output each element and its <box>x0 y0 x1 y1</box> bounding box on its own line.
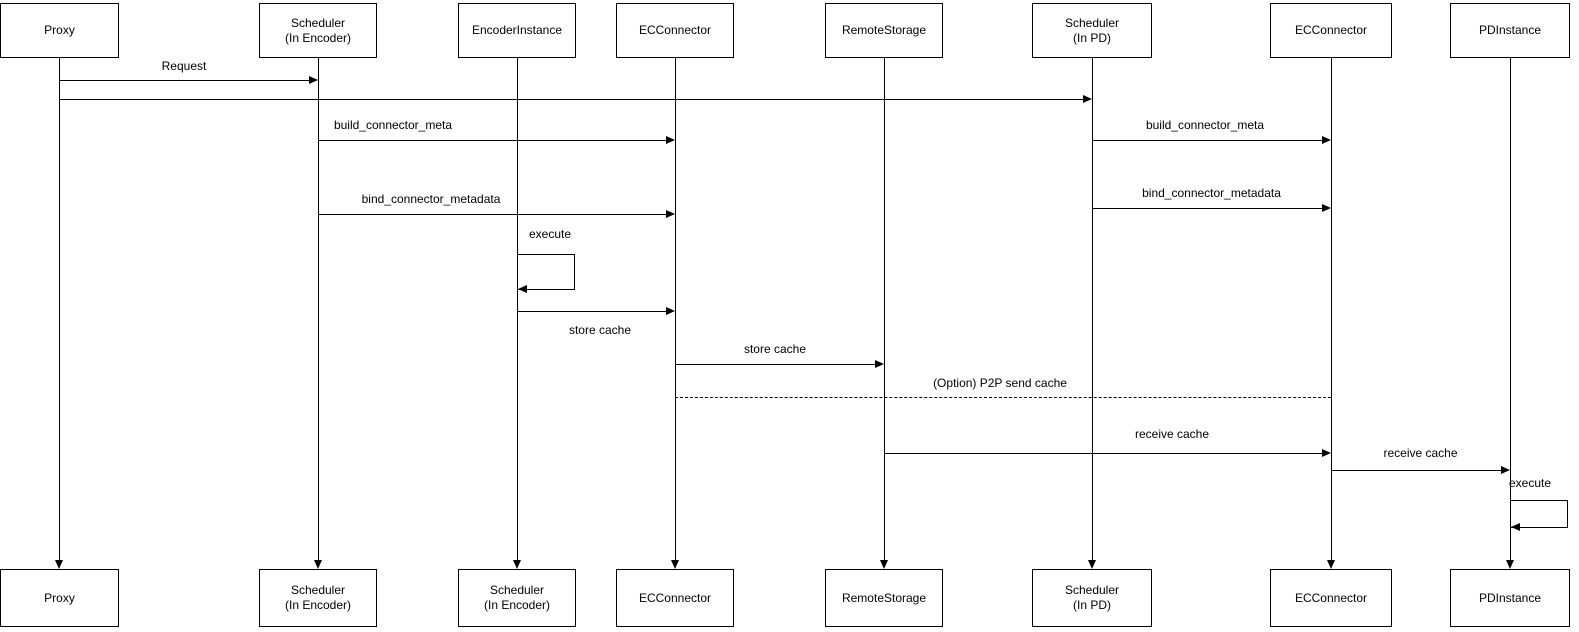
self-message-execute-encoder-arrowhead-icon <box>518 285 527 293</box>
actor-box-scheduler-pd-bottom: Scheduler (In PD) <box>1032 569 1152 627</box>
message-bind-connector-metadata-pd-label: bind_connector_metadata <box>1142 186 1281 200</box>
lifeline-arrowhead-down-icon <box>880 560 888 569</box>
message-receive-cache-from-remote-line <box>884 453 1322 454</box>
actor-label: PDInstance <box>1478 590 1542 605</box>
message-bind-connector-metadata-encoder-arrowhead-icon <box>666 210 675 218</box>
message-receive-cache-from-remote-arrowhead-icon <box>1322 449 1331 457</box>
message-proxy-to-pd-scheduler-arrowhead-icon <box>1083 95 1092 103</box>
message-store-cache-to-connector-arrowhead-icon <box>666 307 675 315</box>
message-bind-connector-metadata-encoder-label: bind_connector_metadata <box>361 192 501 206</box>
actor-box-proxy-top: Proxy <box>0 3 119 58</box>
message-build-connector-meta-pd-arrowhead-icon <box>1322 136 1331 144</box>
actor-box-proxy-bottom: Proxy <box>0 569 119 627</box>
self-message-execute-encoder-loop <box>517 254 575 290</box>
actor-box-ecconnector-encoder-top: ECConnector <box>616 3 734 58</box>
message-store-cache-to-connector-line <box>517 311 666 312</box>
actor-label: Scheduler (In Encoder) <box>483 583 551 612</box>
message-store-cache-to-remote-line <box>675 364 875 365</box>
actor-label: RemoteStorage <box>841 23 927 37</box>
lifeline-arrowhead-down-icon <box>1327 560 1335 569</box>
lifeline-arrowhead-down-icon <box>55 560 63 569</box>
actor-label: ECConnector <box>638 23 712 37</box>
actor-label: PDInstance <box>1478 23 1542 37</box>
message-build-connector-meta-encoder-label: build_connector_meta <box>333 118 453 132</box>
actor-box-scheduler-encoder-bottom: Scheduler (In Encoder) <box>259 569 377 627</box>
actor-label: ECConnector <box>1294 23 1368 37</box>
actor-label: Scheduler (In Encoder) <box>284 15 352 45</box>
lifeline-arrowhead-down-icon <box>513 560 521 569</box>
actor-box-encoderinstance-top: EncoderInstance <box>458 3 576 58</box>
actor-box-scheduler-pd-top: Scheduler (In PD) <box>1032 3 1152 58</box>
actor-label: EncoderInstance <box>471 23 563 37</box>
message-build-connector-meta-pd-label: build_connector_meta <box>1145 118 1265 132</box>
message-request-line <box>59 80 309 81</box>
actor-box-pdinstance-bottom: PDInstance <box>1450 569 1570 627</box>
message-store-cache-to-remote-arrowhead-icon <box>875 360 884 368</box>
lifeline-encoderinstance <box>517 58 518 561</box>
message-request-arrowhead-icon <box>309 76 318 84</box>
actor-box-scheduler-encoder-2-bottom: Scheduler (In Encoder) <box>458 569 576 627</box>
message-receive-cache-to-pdinstance-line <box>1331 470 1501 471</box>
message-receive-cache-from-remote-label: receive cache <box>1134 427 1210 441</box>
actor-label: Proxy <box>44 23 75 37</box>
actor-label: ECConnector <box>1294 590 1368 605</box>
message-p2p-send-cache-label: (Option) P2P send cache <box>933 376 1067 390</box>
lifeline-remotestorage <box>884 58 885 561</box>
lifeline-arrowhead-down-icon <box>314 560 322 569</box>
message-bind-connector-metadata-encoder-line <box>318 214 666 215</box>
self-message-execute-pd-loop <box>1510 500 1568 528</box>
lifeline-arrowhead-down-icon <box>1088 560 1096 569</box>
message-receive-cache-to-pdinstance-arrowhead-icon <box>1501 466 1510 474</box>
actor-box-pdinstance-top: PDInstance <box>1450 3 1570 58</box>
actor-label: Scheduler (In PD) <box>1064 15 1120 45</box>
lifeline-pdinstance <box>1510 58 1511 561</box>
lifeline-proxy <box>59 58 60 561</box>
actor-label: Scheduler (In Encoder) <box>284 583 352 612</box>
message-build-connector-meta-encoder-line <box>318 140 666 141</box>
lifeline-arrowhead-down-icon <box>1506 560 1514 569</box>
lifeline-scheduler-pd <box>1092 58 1093 561</box>
lifeline-ecconnector-pd <box>1331 58 1332 561</box>
message-build-connector-meta-encoder-arrowhead-icon <box>666 136 675 144</box>
message-build-connector-meta-pd-line <box>1092 140 1322 141</box>
message-bind-connector-metadata-pd-arrowhead-icon <box>1322 204 1331 212</box>
actor-box-ecconnector-pd-top: ECConnector <box>1270 3 1392 58</box>
actor-box-scheduler-encoder-top: Scheduler (In Encoder) <box>259 3 377 58</box>
lifeline-scheduler-encoder <box>318 58 319 561</box>
actor-label: Proxy <box>44 590 75 605</box>
self-message-execute-pd-label: execute <box>1508 476 1552 490</box>
actor-label: ECConnector <box>638 590 712 605</box>
message-bind-connector-metadata-pd-line <box>1092 208 1322 209</box>
message-p2p-send-cache-line <box>675 397 1331 398</box>
self-message-execute-encoder-label: execute <box>528 227 572 241</box>
message-receive-cache-to-pdinstance-label: receive cache <box>1383 446 1458 460</box>
actor-box-ecconnector-pd-bottom: ECConnector <box>1270 569 1392 627</box>
actor-box-remotestorage-bottom: RemoteStorage <box>825 569 943 627</box>
message-store-cache-to-remote-label: store cache <box>743 342 807 356</box>
lifeline-arrowhead-down-icon <box>671 560 679 569</box>
message-request-label: Request <box>161 59 207 73</box>
actor-box-ecconnector-encoder-bottom: ECConnector <box>616 569 734 627</box>
message-proxy-to-pd-scheduler-line <box>59 99 1083 100</box>
actor-label: Scheduler (In PD) <box>1064 583 1120 612</box>
message-store-cache-to-connector-label: store cache <box>568 323 632 337</box>
lifeline-ecconnector-encoder <box>675 58 676 561</box>
actor-label: RemoteStorage <box>841 590 927 605</box>
actor-box-remotestorage-top: RemoteStorage <box>825 3 943 58</box>
self-message-execute-pd-arrowhead-icon <box>1511 523 1520 531</box>
